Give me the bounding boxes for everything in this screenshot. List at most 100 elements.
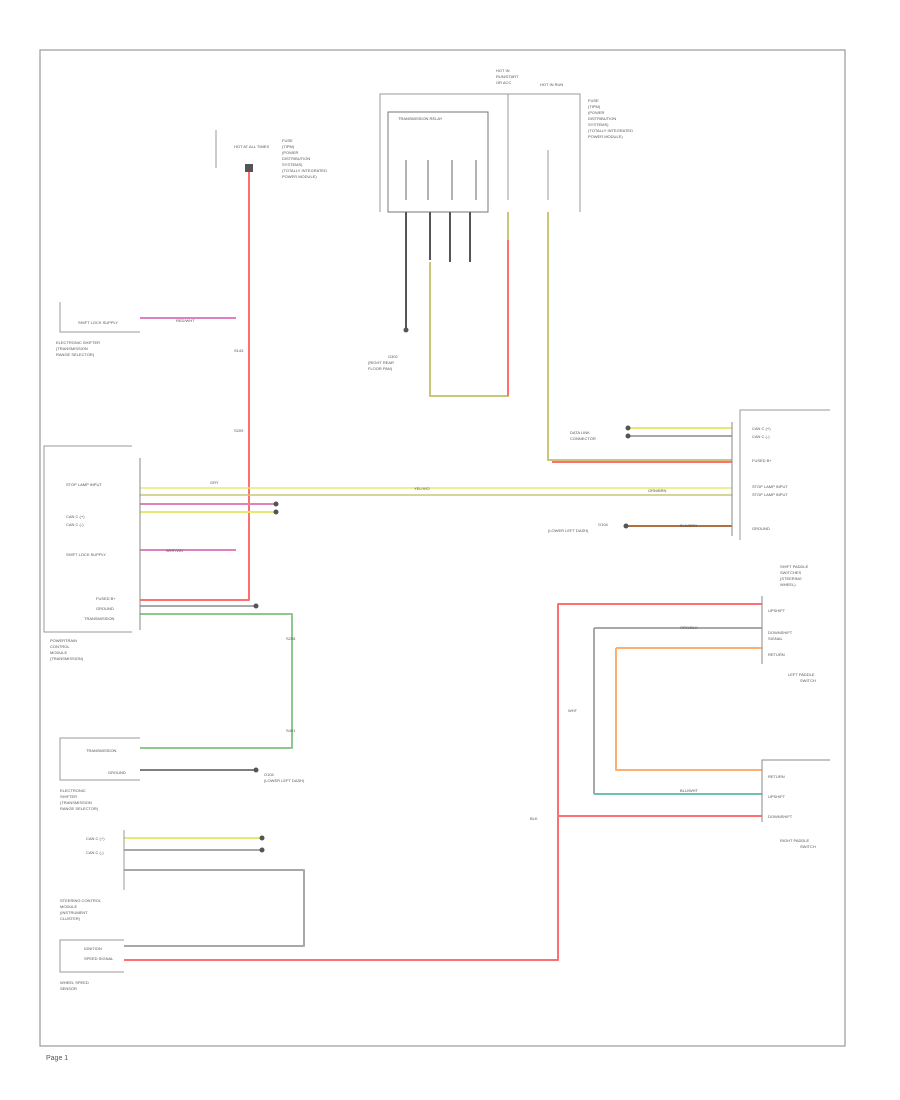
paddle-name: LEFT PADDLE (788, 672, 815, 677)
connector-dot (623, 523, 629, 529)
splice-label: S143 (234, 348, 244, 353)
top-power-label: OR ACC (496, 80, 511, 85)
can-pin: CAN C (+) (86, 836, 105, 841)
top-power-note: (POWER (588, 110, 605, 115)
top-power-feed: HOT IN RUN/START OR ACC HOT IN RUN TRANS… (379, 68, 633, 213)
shift-lock-name: ELECTRONIC SHIFTER (56, 340, 100, 345)
battery-fuse-label: HOT AT ALL TIMES (234, 144, 269, 149)
battery-fuse-note: (TOTALLY INTEGRATED (282, 168, 327, 173)
g-splice-label: FLOOR PAN) (368, 366, 393, 371)
top-power-label: RUN/START (496, 74, 519, 79)
tcm-bottom-pin: GROUND (108, 770, 126, 775)
paddle-header: WHEEL) (780, 582, 796, 587)
top-power-note: FUSE (588, 98, 599, 103)
paddle-pin: UPSHIFT (768, 608, 786, 613)
page-label: Page 1 (46, 1055, 68, 1062)
connector-dot (253, 767, 259, 773)
top-power-label: HOT IN (496, 68, 510, 73)
wire-label: ORG/BLK (680, 625, 698, 630)
can-name: (INSTRUMENT (60, 910, 88, 915)
paddle-header: SWITCHES (780, 570, 801, 575)
tcm-bottom-gnd: G104 (264, 772, 275, 777)
wire-label: YEL/VIO (414, 486, 430, 491)
top-power-note: DISTRIBUTION (588, 116, 616, 121)
fuse-icon (245, 164, 253, 172)
shift-lock-component: SHIFT LOCK SUPPLY ELECTRONIC SHIFTER (TR… (56, 302, 140, 357)
g-splice-label: G302 (388, 354, 399, 359)
ecm-pin: CAN C (+) (752, 426, 771, 431)
bottom-pin: IGNITION (84, 946, 102, 951)
shift-paddle-right: RETURN UPSHIFT DOWNSHIFT RIGHT PADDLE SW… (761, 759, 830, 849)
paddle-pin: SIGNAL (768, 636, 783, 641)
can-bus-module: CAN C (+) CAN C (-) STEERING CONTROL MOD… (60, 830, 125, 921)
transmission-relay-label: TRANSMISSION RELAY (398, 116, 443, 121)
tcm-pin: CAN C (-) (66, 522, 84, 527)
ecm-pin: FUSED B+ (752, 458, 772, 463)
bottom-module: IGNITION SPEED SIGNAL WHEEL SPEED SENSOR (59, 939, 124, 991)
ecm-pin: GROUND (752, 526, 770, 531)
wire-label: BLU/WHT (680, 788, 699, 793)
paddle-r-pin: RETURN (768, 774, 785, 779)
top-power-note: SYSTEMS) (588, 122, 609, 127)
can-name: CLUSTER) (60, 916, 81, 921)
ecm-gnd: G104 (598, 522, 609, 527)
top-power-side-label: HOT IN RUN (540, 82, 563, 87)
tcm-pin: CAN C (+) (66, 514, 85, 519)
battery-fuse-note: (TIPM) (282, 144, 295, 149)
ecm-pin: STOP LAMP INPUT (752, 492, 788, 497)
shift-lock-name: RANGE SELECTOR) (56, 352, 95, 357)
wire-label: GRY (210, 480, 219, 485)
ecm-pin: STOP LAMP INPUT (752, 484, 788, 489)
top-power-note: POWER MODULE) (588, 134, 623, 139)
connector-dot (253, 603, 259, 609)
paddle-r-pin: DOWNSHIFT (768, 814, 793, 819)
tcm-bottom-name: ELECTRONIC (60, 788, 86, 793)
connector-dot (625, 425, 631, 431)
green-drop-wire (547, 212, 732, 461)
tcm-pin: STOP LAMP INPUT (66, 482, 102, 487)
connector-dot (625, 433, 631, 439)
tcm-name: (TRANSMISSION) (50, 656, 84, 661)
paddle-header: SHIFT PADDLE (780, 564, 809, 569)
bottom-name: SENSOR (60, 986, 77, 991)
red-feed-wire (140, 172, 250, 601)
tcm-pin: GROUND (96, 606, 114, 611)
g-splice-label: (RIGHT REAR (368, 360, 394, 365)
paddle-pin: RETURN (768, 652, 785, 657)
tcm-name: MODULE (50, 650, 67, 655)
wires (124, 172, 762, 961)
connector-dot (273, 509, 279, 515)
can-name: STEERING CONTROL (60, 898, 102, 903)
ecm-pin: CAN C (-) (752, 434, 770, 439)
paddle-r-name: RIGHT PADDLE (780, 838, 810, 843)
wire-label: BLK/BRN (680, 523, 697, 528)
connector-dot (259, 835, 265, 841)
battery-fuse-note: FUSE (282, 138, 293, 143)
paddle-r-name: SWITCH (800, 844, 816, 849)
tcm-bottom-name: RANGE SELECTOR) (60, 806, 99, 811)
top-power-note: (TIPM) (588, 104, 601, 109)
wire-label: RED/WHT (176, 318, 195, 323)
connector-dot (273, 501, 279, 507)
shift-paddle-left: SHIFT PADDLE SWITCHES (STEERING WHEEL) U… (761, 564, 816, 683)
paddle-orange-drop (615, 648, 762, 771)
tcm-green-wire (140, 613, 293, 749)
battery-fuse-note: SYSTEMS) (282, 162, 303, 167)
paddle-r-pin: UPSHIFT (768, 794, 786, 799)
diagram-frame (39, 49, 846, 1047)
bottom-name: WHEEL SPEED (60, 980, 89, 985)
splice-label: S209 (234, 428, 244, 433)
can-name: MODULE (60, 904, 77, 909)
battery-fuse-note: DISTRIBUTION (282, 156, 310, 161)
transmission-relay-box (387, 111, 489, 213)
tcm-pin: TRANSMISSION (84, 616, 115, 621)
splice-label: S208 (286, 636, 296, 641)
wire-label: BLK (530, 816, 538, 821)
ecm-right-module: CAN C (+) CAN C (-) FUSED B+ STOP LAMP I… (548, 409, 830, 540)
shift-lock-name: (TRANSMISSION (56, 346, 88, 351)
can-pin: CAN C (-) (86, 850, 104, 855)
paddle-header: (STEERING (780, 576, 802, 581)
battery-fuse: HOT AT ALL TIMES FUSE (TIPM) (POWER DIST… (215, 130, 327, 179)
battery-fuse-note: (POWER (282, 150, 299, 155)
